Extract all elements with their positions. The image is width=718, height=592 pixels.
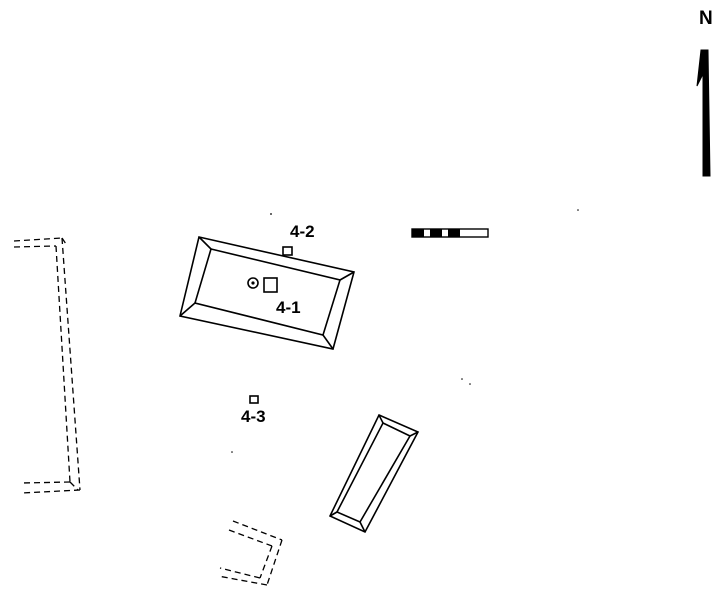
feature-4-1-label: 4-1 — [276, 298, 301, 317]
scale-bar — [411, 228, 489, 238]
dashed-structure-bottom — [217, 520, 283, 586]
feature-4-3-label: 4-3 — [241, 407, 266, 426]
north-label: N — [699, 8, 713, 29]
north-arrow: N — [696, 8, 713, 177]
survey-points — [231, 209, 579, 453]
rect-structure-main — [179, 236, 355, 350]
trench-structure — [328, 413, 420, 534]
feature-4-1-marker — [263, 277, 278, 293]
north-arrow-icon — [696, 49, 711, 177]
feature-4-2-marker — [282, 246, 293, 256]
feature-4-3-marker — [249, 395, 259, 404]
circle-marker — [247, 277, 259, 289]
dashed-structure-left — [13, 237, 81, 494]
feature-4-2-label: 4-2 — [290, 222, 315, 241]
